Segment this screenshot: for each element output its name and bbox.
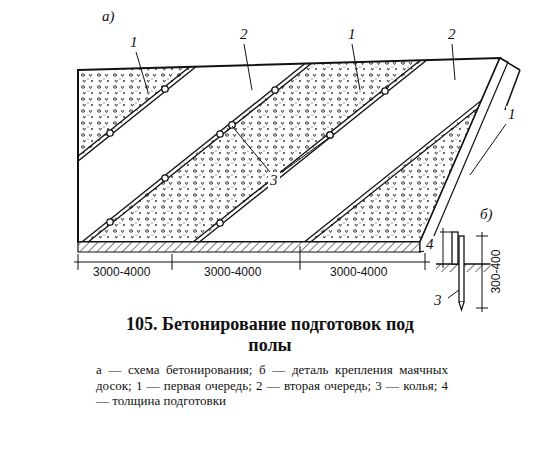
stakes bbox=[107, 86, 388, 226]
slab-thickness bbox=[78, 242, 420, 252]
figure-caption: а — схема бетонирования; б — деталь креп… bbox=[96, 362, 448, 409]
dimension-label: 3000-4000 bbox=[330, 266, 387, 279]
screed-board bbox=[40, 38, 540, 454]
callout-number: 1 bbox=[506, 106, 518, 123]
concrete-strips bbox=[40, 0, 540, 461]
figure-title: 105. Бетонирование подготовок под полы bbox=[120, 314, 420, 355]
screed-board bbox=[40, 0, 540, 281]
callout-number: 2 bbox=[446, 26, 458, 43]
ground-edge bbox=[505, 70, 520, 110]
leader-lines bbox=[136, 44, 506, 175]
stake bbox=[217, 131, 223, 137]
stake bbox=[229, 122, 235, 128]
screed-boards bbox=[40, 0, 540, 459]
screed-board bbox=[40, 0, 540, 192]
stake bbox=[162, 175, 168, 181]
concrete-strip bbox=[40, 40, 540, 461]
stake bbox=[162, 86, 168, 92]
callout-number: 1 bbox=[346, 26, 358, 43]
slab-side bbox=[420, 58, 508, 252]
callout-number: 3 bbox=[268, 172, 280, 189]
dimension-label: 300-400 bbox=[490, 250, 503, 294]
screed-board bbox=[40, 0, 540, 187]
stake bbox=[217, 220, 223, 226]
callout-number: 1 bbox=[128, 34, 140, 51]
screed-board bbox=[40, 0, 540, 370]
callout-number: 3 bbox=[432, 292, 444, 309]
screed-board bbox=[40, 0, 540, 365]
callout-number: б) bbox=[478, 206, 495, 223]
ground-edge bbox=[500, 58, 520, 70]
stake bbox=[107, 219, 113, 225]
callout-number: а) bbox=[100, 8, 117, 25]
callout-number: 4 bbox=[424, 236, 436, 253]
screed-board bbox=[40, 0, 540, 276]
dimension-label: 3000-4000 bbox=[93, 266, 150, 279]
callout-number: 2 bbox=[238, 26, 250, 43]
screed-board bbox=[40, 43, 540, 459]
dimension-label: 3000-4000 bbox=[204, 266, 261, 279]
concrete-strip bbox=[40, 0, 540, 456]
stake bbox=[272, 87, 278, 93]
stake bbox=[382, 88, 388, 94]
stake bbox=[107, 130, 113, 136]
